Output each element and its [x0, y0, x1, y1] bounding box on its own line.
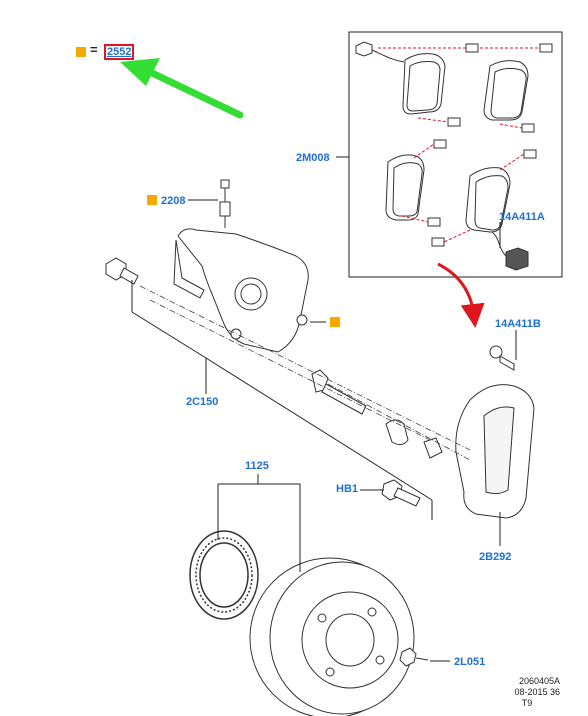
pad-connector-lines: [378, 47, 540, 243]
orange-square-icon: [330, 317, 340, 327]
orange-square-icon: [76, 47, 86, 57]
part-label-HB1[interactable]: HB1: [336, 483, 359, 495]
leader-lines: [131, 199, 517, 662]
part-label-2M008[interactable]: 2M008: [296, 152, 330, 164]
part-label-2L051[interactable]: 2L051: [454, 656, 486, 668]
disc-screw-illustration: [399, 647, 429, 667]
wire-terminal-illustration: [489, 345, 515, 371]
legend-reference-link[interactable]: 2552: [104, 44, 135, 60]
orange-square-icon: [147, 195, 157, 205]
guide-pin-illustration: [311, 369, 443, 459]
axis-lines: [139, 285, 471, 461]
caliper-bolt-illustration: [105, 257, 139, 285]
part-label-1125[interactable]: 1125: [245, 460, 269, 472]
document-date: 08-2015 36: [514, 687, 560, 697]
document-code: 2060405A: [518, 676, 560, 686]
part-label-14A411A[interactable]: 14A411A: [499, 211, 545, 223]
caliper-carrier-illustration: [455, 384, 535, 519]
green-arrow-icon: [120, 58, 244, 119]
brake-disc-illustration: [249, 557, 415, 716]
part-label-2B292[interactable]: 2B292: [479, 551, 512, 563]
part-label-2208[interactable]: 2208: [161, 195, 186, 207]
red-curved-arrow-icon: [437, 262, 485, 328]
part-label-2C150[interactable]: 2C150: [186, 396, 219, 408]
bleed-screw-illustration: [188, 179, 231, 228]
caliper-illustration: [173, 228, 309, 353]
part-label-14A411B[interactable]: 14A411B: [495, 318, 541, 330]
document-code-block: 2060405A 08-2015 36 T9: [494, 676, 560, 709]
brake-pads-illustration: [355, 41, 553, 271]
carrier-bolt-illustration: [381, 479, 421, 507]
abs-ring-illustration: [189, 530, 259, 620]
legend-equals: =: [90, 42, 98, 57]
document-revision: T9: [521, 698, 533, 708]
